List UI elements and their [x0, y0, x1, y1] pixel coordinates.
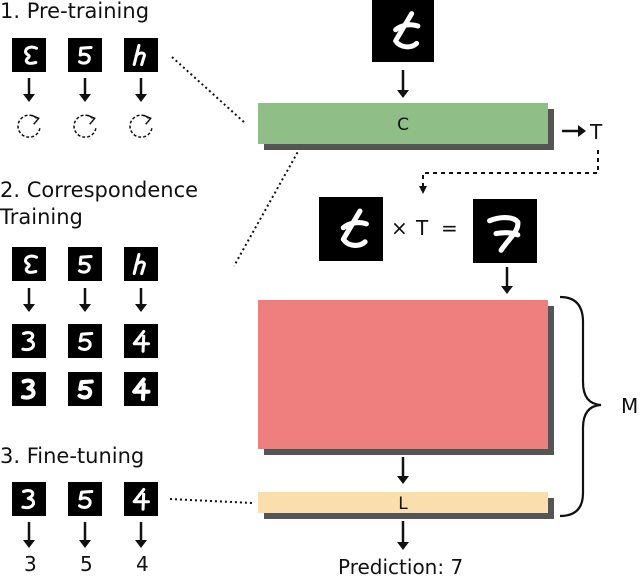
down-arrow-icon	[135, 522, 147, 548]
digit-thumbnail	[319, 197, 383, 261]
digit-glyph-icon	[132, 329, 151, 353]
down-arrow-icon	[135, 78, 147, 102]
digit-thumbnail	[372, 0, 434, 62]
down-arrow-icon	[135, 288, 147, 312]
dashed-circular-arrow-icon	[129, 114, 153, 138]
digit-glyph-icon	[21, 331, 36, 352]
classifier-block: C	[258, 103, 548, 144]
down-arrow-icon	[23, 288, 35, 312]
digit-glyph-icon	[21, 489, 36, 510]
correspondence-connector	[233, 147, 301, 267]
digit-glyph-icon	[78, 331, 94, 351]
down-arrow-icon	[79, 522, 91, 548]
transform-output-arrow-icon	[562, 125, 586, 137]
digit-thumbnail	[12, 324, 46, 358]
classifier-label: C	[397, 115, 409, 135]
finetune-label-4: 4	[136, 552, 149, 576]
stage-title-correspondence: 2. Correspondence	[0, 178, 199, 202]
digit-glyph-icon	[78, 489, 94, 509]
digit-thumbnail	[12, 247, 46, 281]
finetune-label-3: 3	[24, 552, 37, 576]
digit-glyph-icon	[24, 254, 39, 274]
digit-thumbnail	[68, 372, 102, 406]
digit-glyph-icon	[78, 45, 93, 65]
digit-glyph-icon	[393, 11, 421, 50]
digit-thumbnail	[68, 482, 102, 516]
finetuning-connector	[169, 498, 253, 504]
digit-glyph-icon	[78, 254, 93, 274]
transform-dashed-path	[419, 150, 599, 194]
digit-thumbnail	[68, 247, 102, 281]
main-network-block	[258, 300, 548, 449]
module-brace-icon	[559, 295, 602, 518]
finetune-label-5: 5	[80, 552, 93, 576]
module-brace-label: M	[621, 394, 639, 418]
down-arrow-icon	[23, 78, 35, 102]
digit-thumbnail	[124, 482, 158, 516]
transform-output-label: T	[590, 120, 603, 144]
digit-glyph-icon	[340, 208, 369, 248]
stage-title-finetuning: 3. Fine-tuning	[0, 444, 145, 468]
input-arrow-icon	[397, 70, 409, 98]
digit-glyph-icon	[20, 378, 36, 400]
digit-thumbnail	[68, 38, 102, 72]
prediction-output: Prediction: 7	[338, 555, 464, 579]
transformed-to-network-arrow-icon	[501, 267, 513, 294]
pretraining-connector	[171, 56, 246, 124]
stage-title-pretraining: 1. Pre-training	[0, 0, 150, 23]
dashed-circular-arrow-icon	[17, 114, 41, 138]
down-arrow-icon	[79, 78, 91, 102]
digit-thumbnail	[12, 372, 46, 406]
digit-thumbnail	[473, 199, 537, 263]
last-layer-block: L	[258, 492, 548, 514]
digit-glyph-icon	[24, 45, 39, 65]
stage-title-correspondence-line2: Training	[0, 205, 83, 229]
dashed-circular-arrow-icon	[73, 114, 97, 138]
prediction-arrow-icon	[397, 521, 409, 550]
network-to-last-layer-arrow-icon	[397, 457, 409, 484]
digit-glyph-icon	[487, 215, 521, 253]
equation-times: ×	[391, 216, 408, 240]
equation-equals: =	[441, 216, 458, 240]
digit-glyph-icon	[77, 379, 94, 400]
digit-thumbnail	[12, 482, 46, 516]
digit-thumbnail	[68, 324, 102, 358]
digit-thumbnail	[12, 38, 46, 72]
down-arrow-icon	[23, 522, 35, 548]
equation-transform: T	[416, 216, 429, 240]
digit-glyph-icon	[132, 252, 146, 276]
digit-thumbnail	[124, 372, 158, 406]
digit-thumbnail	[124, 247, 158, 281]
digit-glyph-icon	[132, 43, 146, 67]
digit-glyph-icon	[132, 377, 151, 402]
digit-thumbnail	[124, 38, 158, 72]
last-layer-label: L	[398, 494, 408, 514]
down-arrow-icon	[79, 288, 91, 312]
digit-thumbnail	[124, 324, 158, 358]
digit-glyph-icon	[132, 487, 151, 511]
